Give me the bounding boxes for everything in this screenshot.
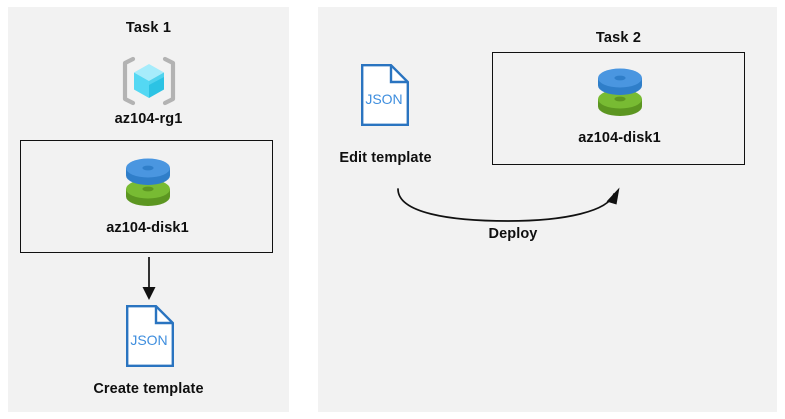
deploy-label: Deploy (488, 226, 538, 242)
curved-arrow-right-icon (390, 185, 630, 227)
task-2-panel: Task 2 JSON Edit template az104-disk1 (318, 7, 777, 412)
resource-group-label: az104-rg1 (114, 111, 183, 127)
arrow-down-icon (139, 257, 159, 301)
task-1-panel: Task 1 az104-rg1 (8, 7, 289, 412)
task-1-title: Task 1 (125, 20, 172, 36)
task-1-resource-box: az104-disk1 (20, 140, 273, 253)
json-document-icon: JSON (361, 64, 409, 126)
azure-resource-group-cube-icon (119, 53, 179, 109)
edit-template-label: Edit template (339, 150, 432, 166)
json-document-icon-text: JSON (130, 332, 167, 348)
disk-label-task-1: az104-disk1 (106, 220, 189, 236)
azure-managed-disk-icon (592, 66, 648, 123)
azure-managed-disk-icon (120, 156, 176, 213)
json-document-icon: JSON (126, 305, 174, 367)
create-template-label: Create template (93, 381, 204, 397)
task-2-title: Task 2 (595, 30, 642, 46)
disk-label-task-2: az104-disk1 (578, 130, 661, 146)
json-document-icon-text: JSON (365, 91, 402, 107)
task-2-resource-box: az104-disk1 (492, 52, 745, 165)
